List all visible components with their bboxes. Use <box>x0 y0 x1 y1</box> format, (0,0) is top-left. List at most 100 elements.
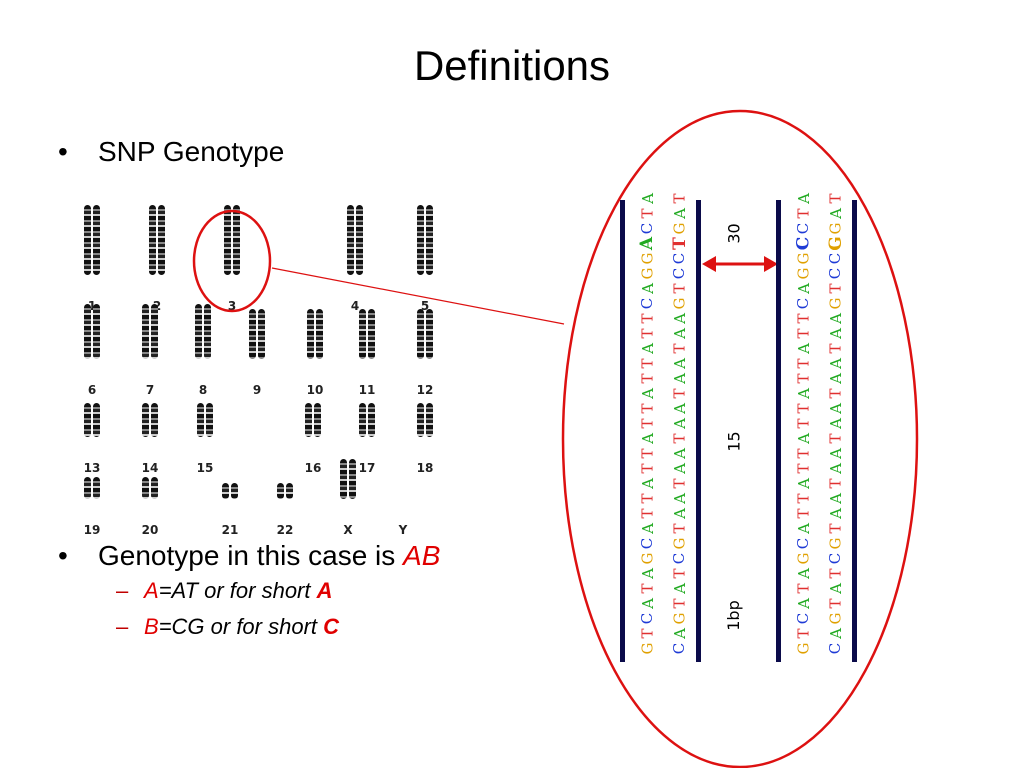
chromosome-13 <box>84 403 91 437</box>
nucleotide: C <box>794 537 813 550</box>
nucleotide: A <box>670 508 689 519</box>
chromosome-1 <box>93 205 100 275</box>
nucleotide: C <box>794 297 813 310</box>
chromosome-label: 9 <box>252 383 262 397</box>
chromosome-7 <box>142 304 149 359</box>
chromosome-4 <box>356 205 363 275</box>
nucleotide: T <box>826 433 845 444</box>
chromosome-label: 3 <box>227 299 237 313</box>
nucleotide: T <box>826 343 845 354</box>
nucleotide: T <box>794 403 813 414</box>
allele-text: =CG or for short <box>158 614 324 639</box>
chromosome-3 <box>224 205 231 275</box>
nucleotide: A <box>670 418 689 429</box>
nucleotide: G <box>794 642 813 655</box>
nucleotide: A <box>670 373 689 384</box>
nucleotide: A <box>638 598 657 609</box>
chromosome-label: 8 <box>198 383 208 397</box>
chromosome-11 <box>368 309 375 359</box>
nucleotide: A <box>826 328 845 339</box>
nucleotide: C <box>670 642 689 655</box>
chromosome-16 <box>305 403 312 437</box>
nucleotide: T <box>638 403 657 414</box>
chromosome-7 <box>151 304 158 359</box>
sub-bullet-b: –B=CG or for short C <box>116 614 339 640</box>
nucleotide: G <box>670 297 689 310</box>
nucleotide: C <box>826 552 845 565</box>
chromosome-10 <box>316 309 323 359</box>
chromosome-label: 13 <box>83 461 101 475</box>
chromosome-11 <box>359 309 366 359</box>
nucleotide: A <box>826 448 845 459</box>
nucleotide: G <box>670 612 689 625</box>
chromosome-15 <box>197 403 204 437</box>
nucleotide: A <box>794 598 813 609</box>
nucleotide: T <box>638 583 657 594</box>
nucleotide: T <box>826 568 845 579</box>
bullet-text: Genotype in this case is <box>98 540 404 571</box>
nucleotide: T <box>670 598 689 609</box>
chromosome-17 <box>359 403 366 437</box>
nucleotide: T <box>794 508 813 519</box>
nucleotide: T <box>794 583 813 594</box>
nucleotide: A <box>826 628 845 639</box>
nucleotide: T <box>669 237 690 250</box>
chromosome-22 <box>277 483 284 499</box>
dna-bar <box>620 200 625 662</box>
nucleotide: T <box>638 448 657 459</box>
nucleotide: C <box>794 222 813 235</box>
nucleotide: A <box>638 388 657 399</box>
dna-bar <box>776 200 781 662</box>
chromosome-label: 1 <box>87 299 97 313</box>
nucleotide: T <box>638 313 657 324</box>
nucleotide: C <box>826 267 845 280</box>
nucleotide: C <box>826 252 845 265</box>
nucleotide: G <box>825 236 846 251</box>
nucleotide: A <box>794 343 813 354</box>
chromosome-22 <box>286 483 293 499</box>
nucleotide: A <box>826 583 845 594</box>
nucleotide: C <box>670 267 689 280</box>
nucleotide: A <box>670 208 689 219</box>
chromosome-18 <box>417 403 424 437</box>
nucleotide: C <box>670 252 689 265</box>
nucleotide: A <box>826 373 845 384</box>
chromosome-5 <box>426 205 433 275</box>
chromosome-12 <box>417 309 424 359</box>
nucleotide: T <box>638 493 657 504</box>
nucleotide: A <box>670 328 689 339</box>
scale-label-15: 15 <box>724 431 744 452</box>
nucleotide: G <box>638 552 657 565</box>
chromosome-2 <box>149 205 156 275</box>
nucleotide: T <box>826 388 845 399</box>
chromosome-label: 14 <box>141 461 159 475</box>
nucleotide: G <box>794 252 813 265</box>
snp-double-arrow <box>702 256 778 272</box>
nucleotide: C <box>638 612 657 625</box>
nucleotide: A <box>670 313 689 324</box>
nucleotide: A <box>826 403 845 414</box>
sub-dash: – <box>116 578 129 603</box>
chromosome-label: 7 <box>145 383 155 397</box>
nucleotide: T <box>794 463 813 474</box>
nucleotide: T <box>638 463 657 474</box>
nucleotide: C <box>638 537 657 550</box>
nucleotide: A <box>670 358 689 369</box>
nucleotide: T <box>826 598 845 609</box>
nucleotide: T <box>794 328 813 339</box>
chromosome-label: 11 <box>358 383 376 397</box>
chromosome-18 <box>426 403 433 437</box>
nucleotide: G <box>670 222 689 235</box>
nucleotide: G <box>826 612 845 625</box>
chromosome-label: 19 <box>83 523 101 537</box>
chromosome-19 <box>93 477 100 499</box>
nucleotide: T <box>638 208 657 219</box>
chromosome-9 <box>258 309 265 359</box>
sub-dash: – <box>116 614 129 639</box>
nucleotide: T <box>794 208 813 219</box>
nucleotide: T <box>794 493 813 504</box>
nucleotide: G <box>638 642 657 655</box>
chromosome-X <box>340 459 347 499</box>
